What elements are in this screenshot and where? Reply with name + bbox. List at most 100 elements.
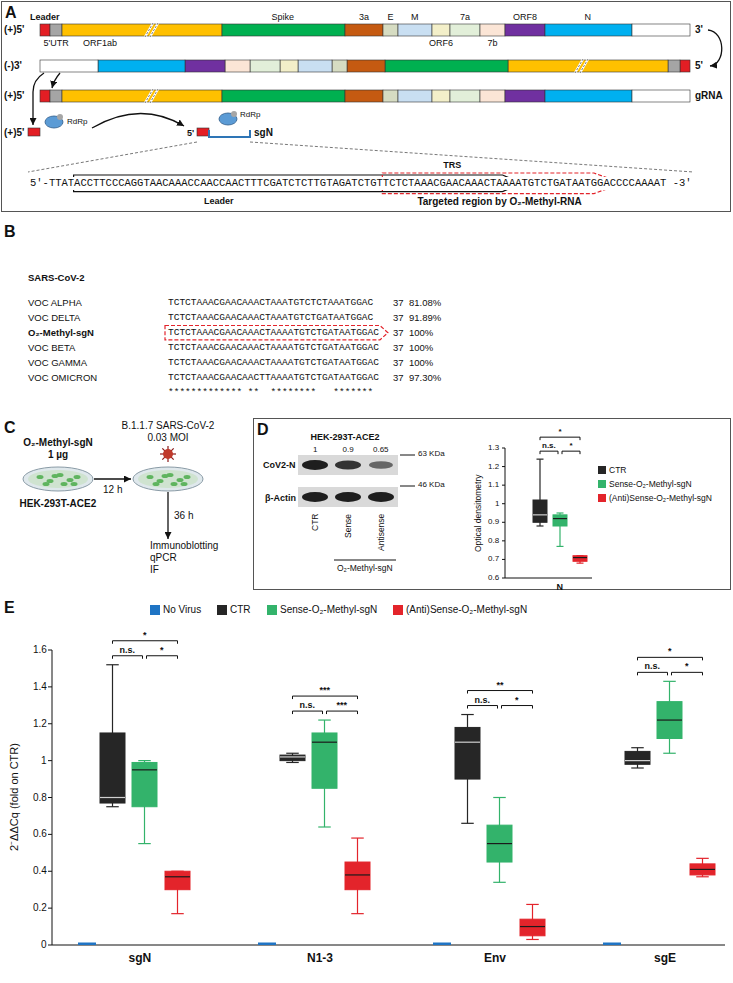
flow-arrow	[167, 492, 168, 539]
whisker-cap	[138, 760, 151, 761]
gene-segment	[632, 24, 690, 36]
time-label: 36 h	[174, 510, 193, 522]
y-axis	[505, 448, 506, 578]
tick-label: 1	[495, 499, 499, 509]
protein-label: β-Actin	[265, 493, 296, 504]
legend-swatch	[217, 605, 227, 615]
gene-segment	[62, 24, 222, 36]
cell	[153, 482, 160, 486]
protein-label: CoV2-N	[263, 460, 296, 471]
legend-text: (Anti)Sense-O₂-Methyl-sgN	[406, 604, 527, 616]
gene-segment	[347, 60, 385, 72]
dish-outline	[132, 466, 204, 492]
significance-bracket	[638, 657, 703, 660]
region-label: TRS	[443, 160, 461, 171]
gene-label: E	[388, 12, 394, 23]
tick-label: 0.9	[488, 517, 499, 527]
tick-mark	[48, 908, 52, 909]
legend-text: Sense-O₂-Methyl-sgN	[280, 604, 377, 616]
legend-item: (Anti)Sense-O₂-Methyl-sgN	[598, 493, 712, 503]
gene-label: 7a	[460, 12, 470, 23]
cell	[37, 475, 44, 479]
box	[280, 755, 305, 761]
gene-segment	[398, 24, 432, 36]
virus-body	[163, 449, 173, 459]
gene-segment	[432, 90, 450, 102]
tick-mark	[48, 834, 52, 835]
blot-band	[335, 460, 361, 469]
whisker-cap	[557, 546, 564, 547]
gene-segment	[98, 60, 185, 72]
gene-label: N	[585, 12, 592, 23]
gene-segment	[222, 24, 345, 36]
treatment-label: O₂-Methyl-sgN 1 µg	[22, 437, 95, 461]
blot-band	[368, 492, 394, 502]
blot-band	[369, 461, 393, 469]
gene-segment	[545, 24, 632, 36]
significance-bracket	[327, 711, 358, 714]
strand-end-label: (+)5'	[4, 127, 24, 139]
cell	[74, 475, 81, 479]
fold-value: 1	[313, 445, 317, 455]
tick-mark	[48, 760, 52, 761]
legend-swatch	[598, 494, 606, 502]
gene-segment	[250, 60, 280, 72]
significance-bracket	[113, 641, 178, 644]
leader-fragment	[28, 128, 40, 136]
gene-segment	[450, 90, 480, 102]
legend-item: CTR	[217, 604, 251, 616]
category-label: N	[557, 582, 564, 593]
whisker-cap	[537, 459, 544, 460]
tick-mark	[502, 466, 505, 467]
median-line	[533, 514, 547, 515]
no-virus-bar	[258, 943, 276, 946]
gene-label: Leader	[30, 12, 60, 23]
whisker-cap	[631, 767, 644, 768]
no-virus-bar	[603, 943, 621, 946]
variant-name: VOC BETA	[28, 342, 75, 353]
panel-letter: C	[4, 418, 16, 437]
significance-mark: *	[515, 696, 519, 705]
tick-label: 0.7	[488, 554, 499, 564]
legend-swatch	[267, 605, 277, 615]
box	[455, 727, 480, 779]
significance-bracket	[468, 691, 533, 694]
whisker-cap	[631, 747, 644, 748]
box	[553, 515, 567, 526]
virus-spike	[162, 448, 173, 459]
tick-mark	[502, 522, 505, 523]
genome-strand	[40, 23, 690, 37]
legend-swatch	[393, 605, 403, 615]
treatment-bracket	[334, 560, 396, 561]
gene-segment	[40, 90, 50, 102]
marker-tick	[400, 486, 415, 487]
tick-label: 0.6	[488, 573, 499, 583]
gene-segment	[398, 90, 432, 102]
category-label: sgE	[654, 951, 676, 965]
flow-arrow	[94, 478, 131, 479]
significance-bracket	[672, 672, 703, 675]
axis-title: Optical densitometry	[473, 474, 483, 551]
gene-segment	[298, 60, 332, 72]
identity-percent: 97.30%	[409, 372, 441, 383]
gene-segment	[62, 90, 222, 102]
length-value: 37	[393, 297, 404, 308]
assay-label: qPCR	[150, 552, 218, 564]
culture-dish: B.1.1.7 SARS-CoV-2 0.03 MOI	[132, 466, 204, 492]
blot-band	[302, 460, 328, 470]
enzyme-label: RdRp	[67, 117, 87, 127]
sequence-break	[575, 59, 588, 73]
median-line	[455, 742, 480, 743]
aligned-sequence: TCTCTAAACGAACAAACTAAAATGTCTGATAATGGAC	[168, 357, 379, 368]
tick-label: 1.3	[488, 443, 499, 453]
length-value: 37	[393, 372, 404, 383]
whisker-cap	[493, 882, 506, 883]
cell	[147, 475, 154, 479]
box	[487, 825, 512, 862]
gene-label: 7b	[488, 38, 498, 49]
legend-item: Sense-O₂-Methyl-sgN	[267, 604, 377, 616]
panel-letter: A	[5, 3, 17, 22]
box	[100, 733, 125, 803]
gene-segment	[40, 60, 98, 72]
significance-mark: *	[685, 662, 689, 671]
